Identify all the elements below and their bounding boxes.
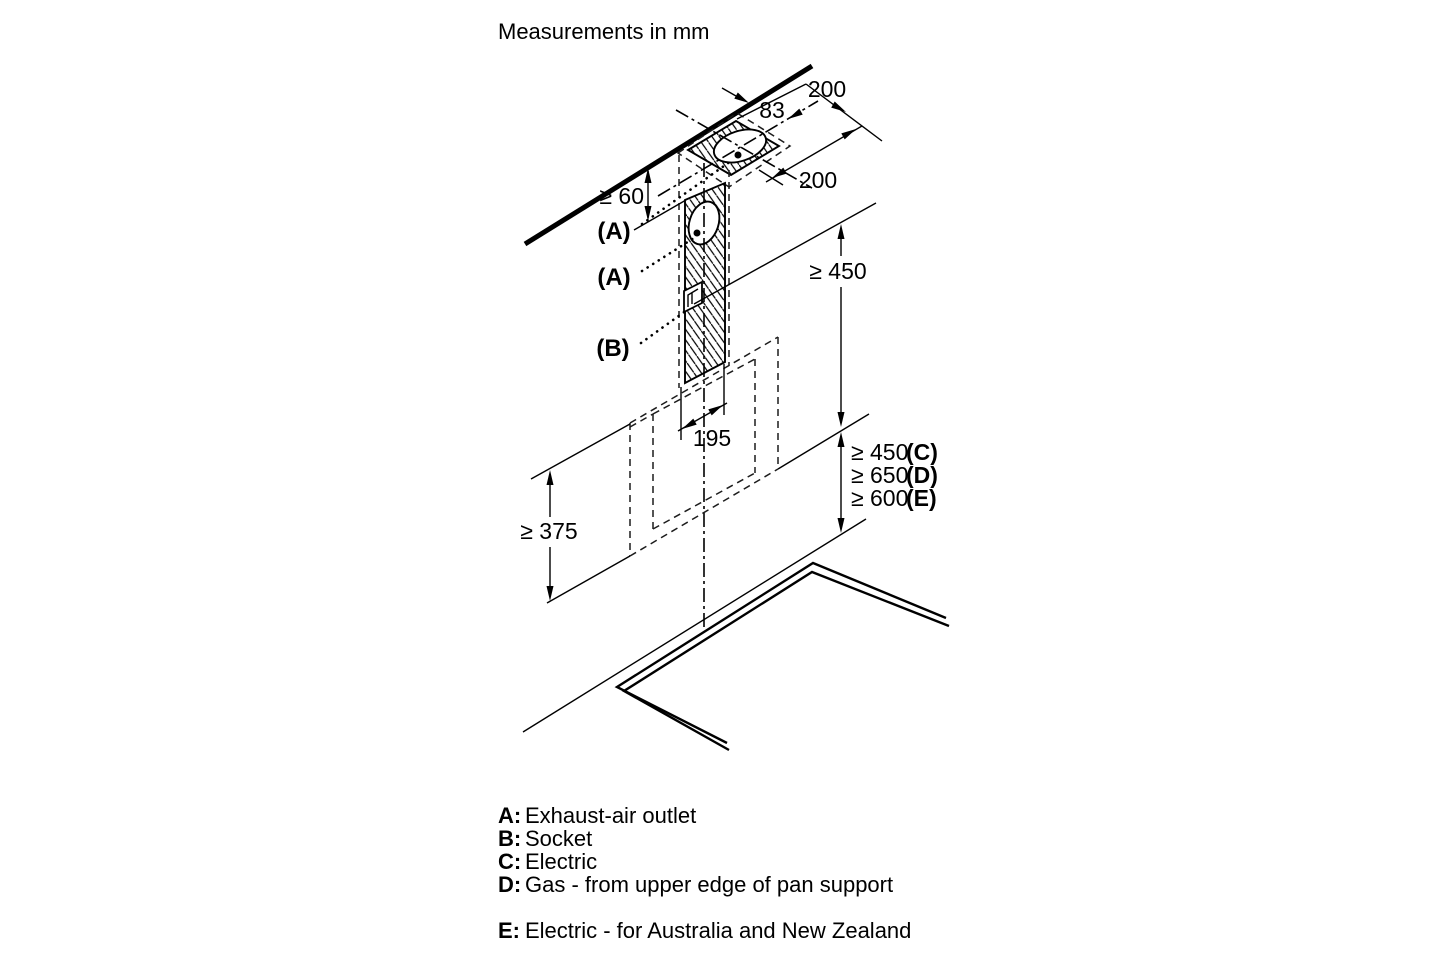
hood-bottom-ext-right <box>777 413 870 470</box>
legend-key-b: B: <box>498 826 522 851</box>
callout-a1: (A) <box>597 218 630 245</box>
hood-top-ext-line <box>530 423 631 480</box>
clearance-c-key: (C) <box>906 439 938 465</box>
hood-back-top-edge <box>652 358 756 415</box>
legend-item-a: A:Exhaust-air outlet <box>498 804 1138 827</box>
dim-cde-arrow-down <box>837 518 845 533</box>
clearance-d-value: ≥ 650 <box>851 462 908 488</box>
dim-195-arrow-left <box>682 418 697 429</box>
legend-item-b: B:Socket <box>498 827 1138 850</box>
worktop-edge-inner <box>621 570 950 752</box>
clearance-c-value: ≥ 450 <box>851 439 908 465</box>
leader-b <box>639 308 689 345</box>
dim-ge60-arrow-up <box>644 168 652 183</box>
hob-level-line <box>522 518 867 733</box>
dim-ge450-label: ≥ 450 <box>809 258 866 284</box>
clearance-e-value: ≥ 600 <box>851 485 908 511</box>
legend-item-e: E:Electric - for Australia and New Zeala… <box>498 919 1138 942</box>
dim-top200-arrow-left <box>734 92 749 103</box>
ceiling-centerline-b <box>675 109 813 189</box>
dim-195-label: 195 <box>693 425 731 451</box>
ext-line-corner <box>736 83 807 120</box>
dim-cde-arrow-up <box>837 432 845 447</box>
ceiling-edge-line <box>523 63 814 247</box>
legend-key-a: A: <box>498 803 522 828</box>
wall-outlet-dot <box>693 229 701 237</box>
dim-ge60-arrow-down <box>644 206 652 221</box>
dim-ge450-arrow-up <box>837 224 845 239</box>
dim-side200-label: 200 <box>799 167 837 193</box>
legend-item-d: D:Gas - from upper edge of pan support <box>498 873 1138 896</box>
dim-side200-arrow-right <box>841 129 856 140</box>
ext-line-side-tick <box>758 169 784 186</box>
worktop-edge-outer <box>614 561 947 745</box>
page-title: Measurements in mm <box>498 19 710 44</box>
legend-key-d: D: <box>498 872 522 897</box>
dim-top200-tail <box>721 87 737 97</box>
hood-front-top-edge <box>629 336 779 424</box>
dim-top200-arrow-right <box>831 101 846 112</box>
dim-195-arrow-right <box>708 405 723 416</box>
dim-83-arrow <box>788 108 803 119</box>
hood-bottom-ext-left <box>546 555 631 604</box>
dim-ge375-arrow-down <box>546 586 554 601</box>
clearance-e-key: (E) <box>906 485 937 511</box>
ext-line-depth <box>805 83 883 142</box>
legend-text-a: Exhaust-air outlet <box>525 803 697 828</box>
legend-text-d: Gas - from upper edge of pan support <box>525 872 894 897</box>
hood-back-top-ext <box>629 413 654 428</box>
callout-b: (B) <box>596 335 629 362</box>
dim-ge375-label: ≥ 375 <box>520 518 577 544</box>
clearance-d-key: (D) <box>906 462 938 488</box>
ref-line-socket-level <box>693 202 877 305</box>
hood-back-bottom-edge <box>652 472 756 530</box>
dim-83-label: 83 <box>759 97 785 123</box>
legend-text-c: Electric <box>525 849 598 874</box>
legend-text-b: Socket <box>525 826 593 851</box>
legend-key-e: E: <box>498 918 520 943</box>
dim-ge375-arrow-up <box>546 470 554 485</box>
socket-glyph <box>687 288 699 307</box>
callout-a2: (A) <box>597 264 630 291</box>
ceiling-cutout-dashed <box>676 112 792 188</box>
dim-ge60-label: ≥ 60 <box>599 183 644 209</box>
ceiling-outlet-dot <box>734 151 742 159</box>
legend-text-e: Electric - for Australia and New Zealand <box>525 918 912 943</box>
dim-ge450-arrow-down <box>837 412 845 427</box>
dim-side200-arrow-left <box>772 167 787 178</box>
legend-item-c: C:Electric <box>498 850 1138 873</box>
dim-top200-label: 200 <box>808 76 846 102</box>
legend-key-c: C: <box>498 849 522 874</box>
legend: A:Exhaust-air outlet B:Socket C:Electric… <box>498 804 1138 942</box>
hood-front-bottom-edge <box>629 468 779 557</box>
